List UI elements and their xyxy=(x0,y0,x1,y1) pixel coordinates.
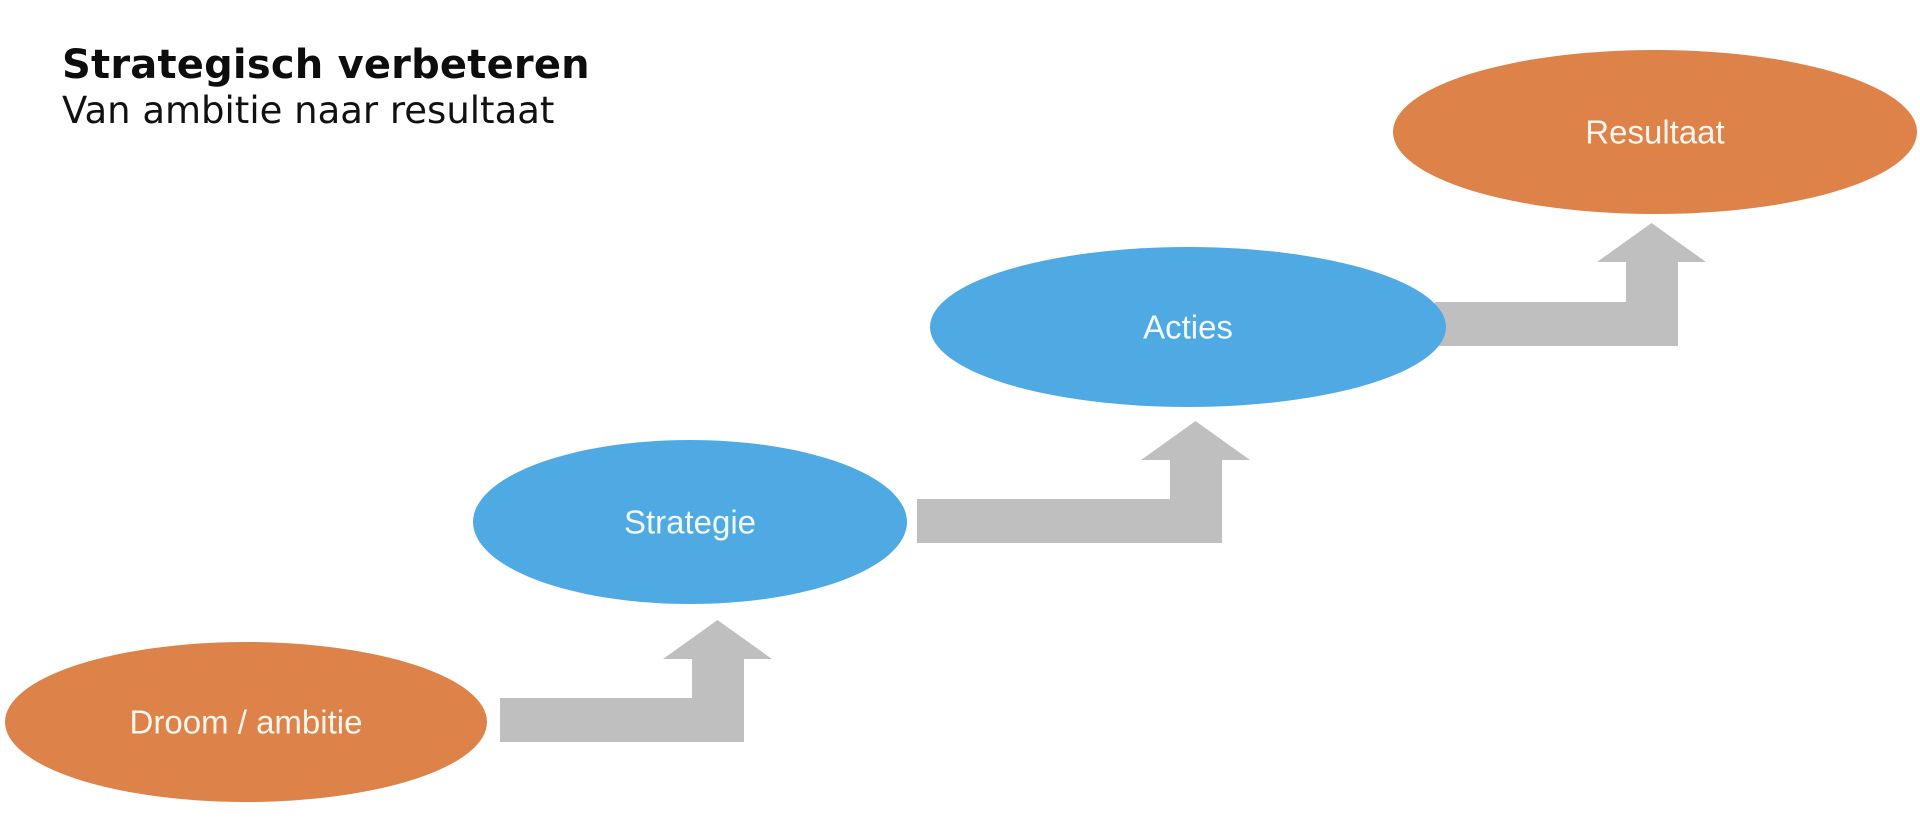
node-label: Strategie xyxy=(624,504,756,541)
page-title: Strategisch verbeteren xyxy=(62,42,590,88)
node-label: Resultaat xyxy=(1585,114,1724,151)
node-label: Acties xyxy=(1143,309,1233,346)
node-ellipse[interactable] xyxy=(930,247,1446,407)
node-ellipse[interactable] xyxy=(1393,50,1917,214)
node-label: Droom / ambitie xyxy=(130,704,363,741)
heading-block: Strategisch verbeteren Van ambitie naar … xyxy=(62,42,962,133)
flow-node-step-4[interactable]: Resultaat xyxy=(1393,50,1917,214)
elbow-arrow-connector xyxy=(500,620,772,742)
arrow-shape xyxy=(917,421,1250,543)
arrow-shape xyxy=(500,620,772,742)
connector-layer xyxy=(500,223,1706,742)
elbow-arrow-connector xyxy=(917,421,1250,543)
page-subtitle: Van ambitie naar resultaat xyxy=(62,89,555,132)
node-ellipse[interactable] xyxy=(473,440,907,604)
arrow-shape xyxy=(1435,223,1706,346)
elbow-arrow-connector xyxy=(1435,223,1706,346)
node-ellipse[interactable] xyxy=(5,642,487,802)
flow-node-step-3[interactable]: Acties xyxy=(930,247,1446,407)
node-layer: Droom / ambitie Strategie Acties Resultaat xyxy=(5,50,1917,802)
flow-node-step-1[interactable]: Droom / ambitie xyxy=(5,642,487,802)
flow-node-step-2[interactable]: Strategie xyxy=(473,440,907,604)
